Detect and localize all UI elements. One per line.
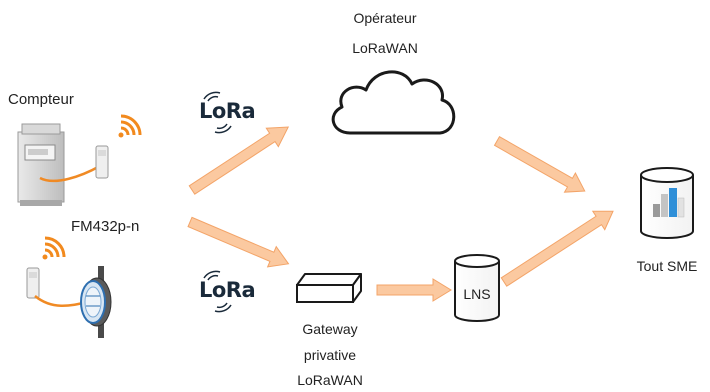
arrow-icon: [187, 216, 290, 268]
arrow-icon: [188, 126, 290, 195]
wifi-signal-icon: [42, 236, 66, 260]
wifi-signal-icon: [118, 114, 142, 138]
lora-logo: LoRa: [199, 99, 256, 123]
database-icon: [454, 254, 500, 322]
operator-label-line2: LoRaWAN: [352, 40, 418, 56]
arrow-icon: [376, 278, 452, 302]
water-meter-icon: [80, 266, 112, 338]
gateway-label-line2: privative: [303, 347, 357, 363]
gateway-icon: [296, 273, 362, 303]
radio-module-icon: [95, 145, 109, 179]
meter-label: Compteur: [8, 91, 74, 108]
arrow-icon: [493, 135, 586, 193]
cloud-icon: [331, 70, 456, 135]
radio-module-icon: [26, 267, 40, 299]
lora-signal-icon: [203, 91, 232, 134]
gateway-label-line1: Gateway: [302, 321, 358, 337]
lora-signal-icon: [203, 270, 232, 313]
gas-meter-icon: [17, 123, 65, 206]
sme-label: Tout SME: [636, 258, 698, 274]
lns-label: LNS: [463, 286, 491, 302]
device-label: FM432p-n: [71, 218, 140, 235]
wire: [39, 164, 101, 183]
gateway-label-line3: LoRaWAN: [297, 372, 363, 388]
operator-label-line1: Opérateur: [353, 10, 417, 26]
arrow-icon: [500, 210, 614, 287]
bar-chart-icon: [653, 188, 685, 218]
lora-logo: LoRa: [199, 278, 256, 302]
